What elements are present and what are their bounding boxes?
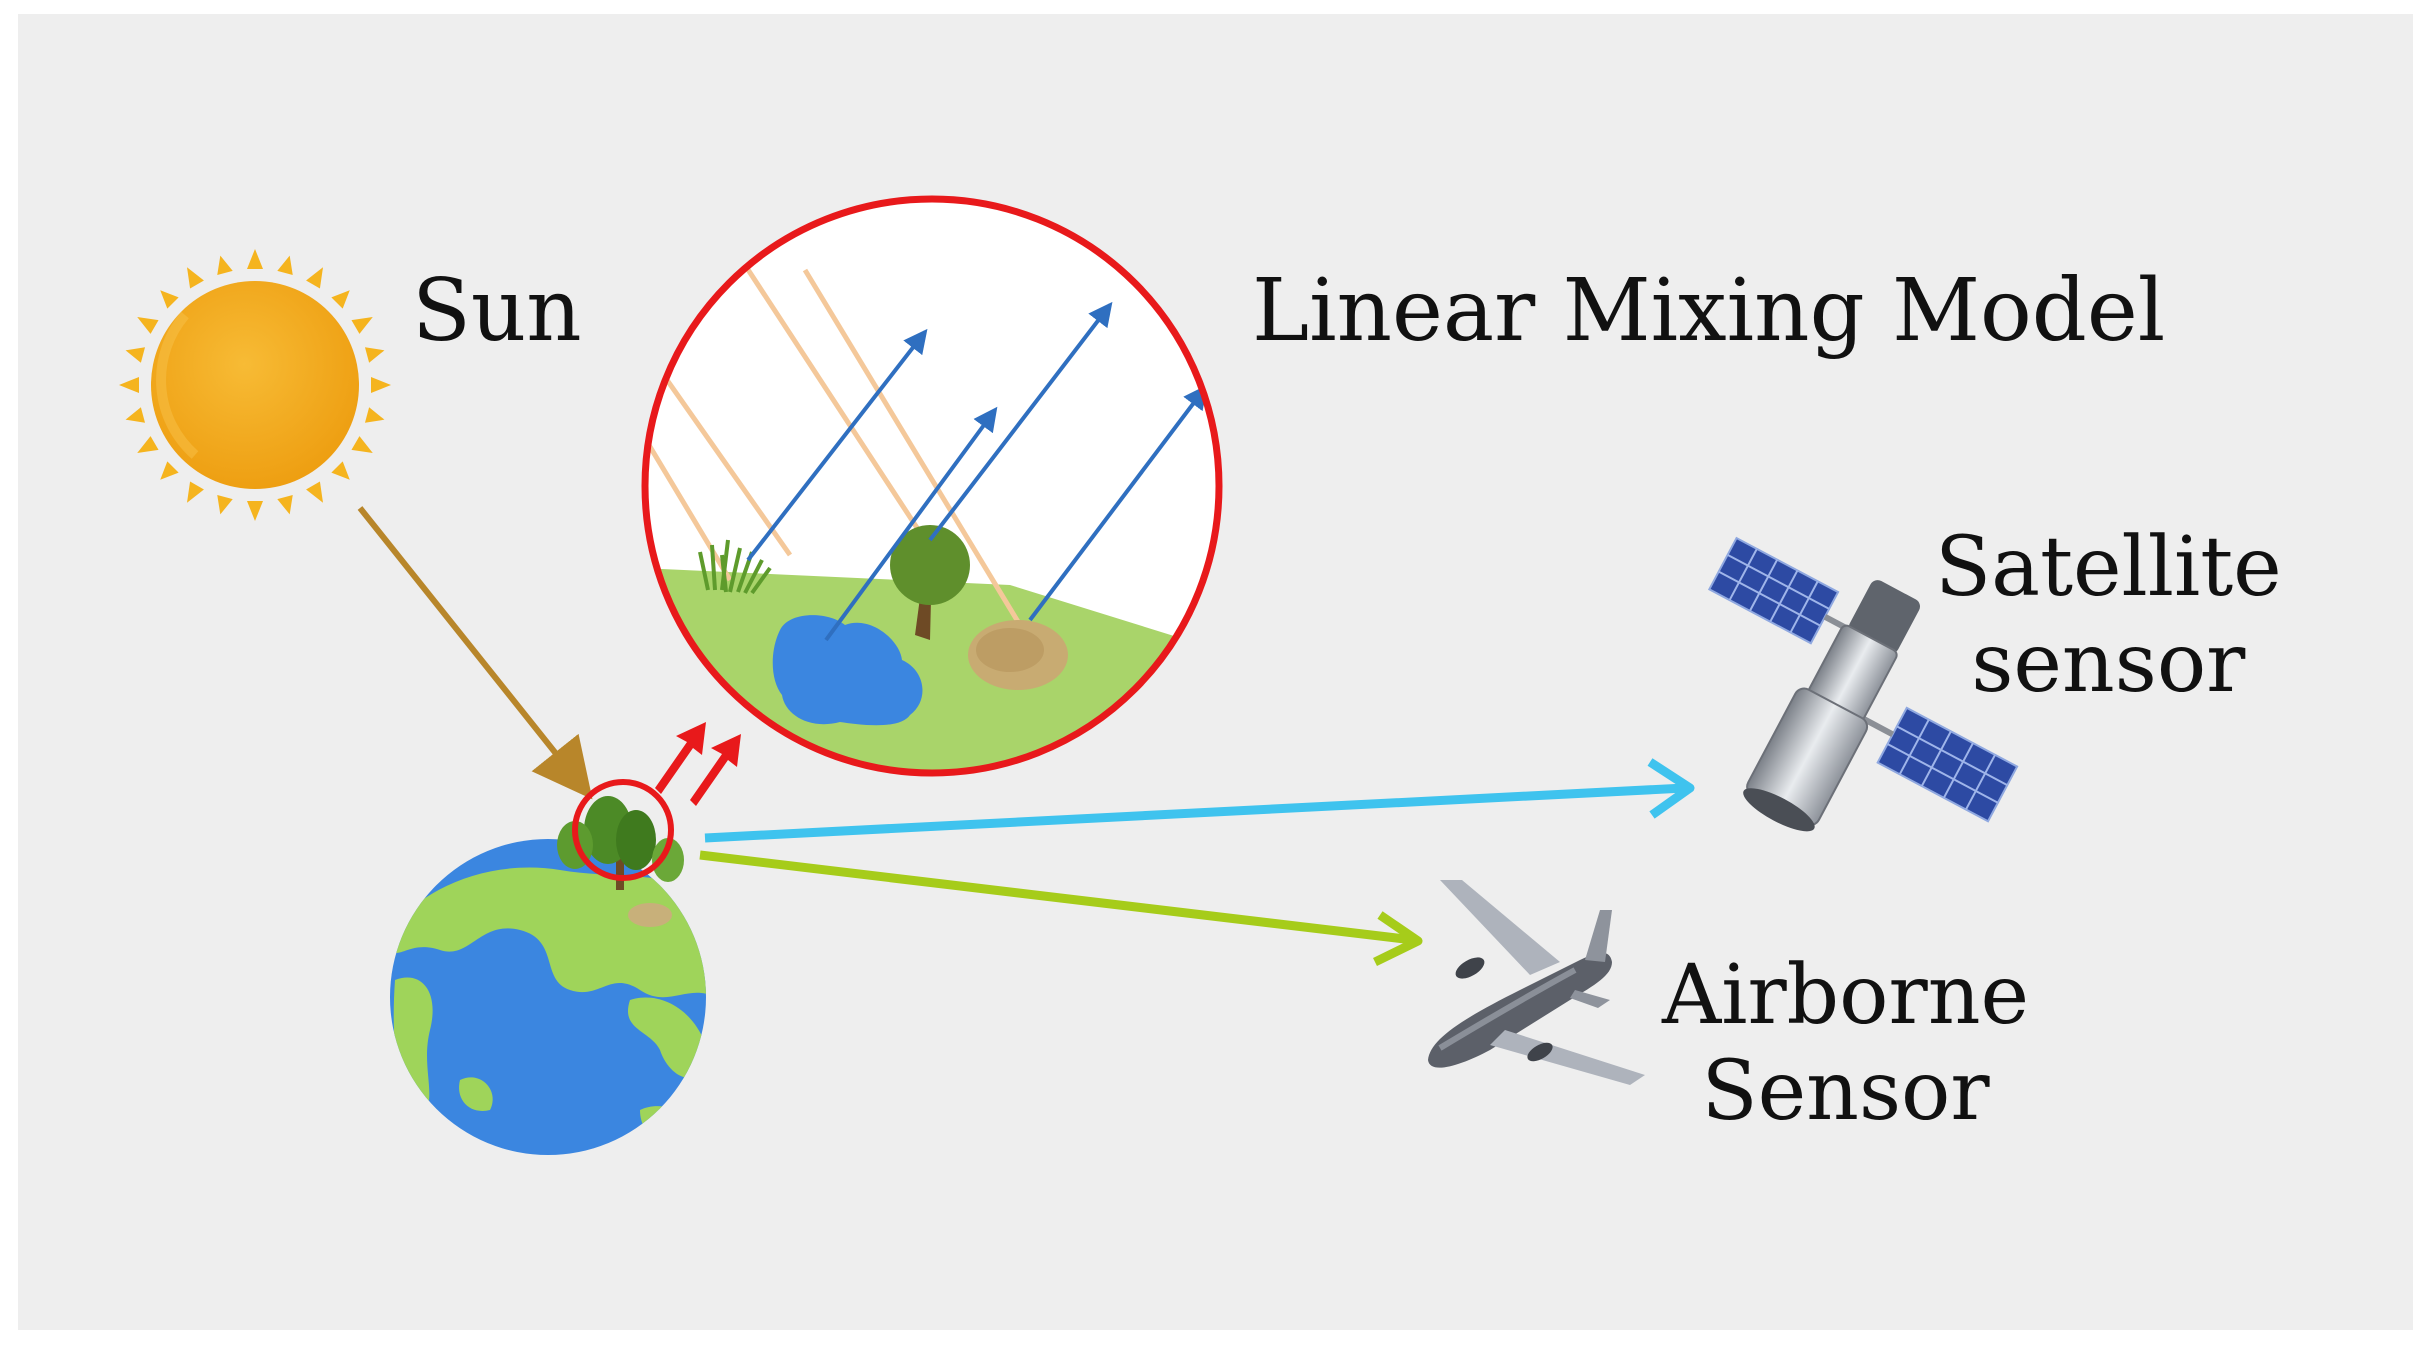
satellite-sensor-label: Satellite sensor — [1935, 520, 2282, 712]
linear-mixing-model-label: Linear Mixing Model — [1252, 268, 2165, 354]
satellite-label-line2: sensor — [1935, 616, 2282, 712]
satellite-label-line1: Satellite — [1935, 520, 2282, 616]
soil-patch — [628, 903, 672, 927]
sun-label: Sun — [412, 268, 582, 354]
airborne-sensor-label: Airborne Sensor — [1662, 948, 2029, 1140]
airborne-label-line2: Sensor — [1662, 1044, 2029, 1140]
airborne-label-line1: Airborne — [1662, 948, 2029, 1044]
